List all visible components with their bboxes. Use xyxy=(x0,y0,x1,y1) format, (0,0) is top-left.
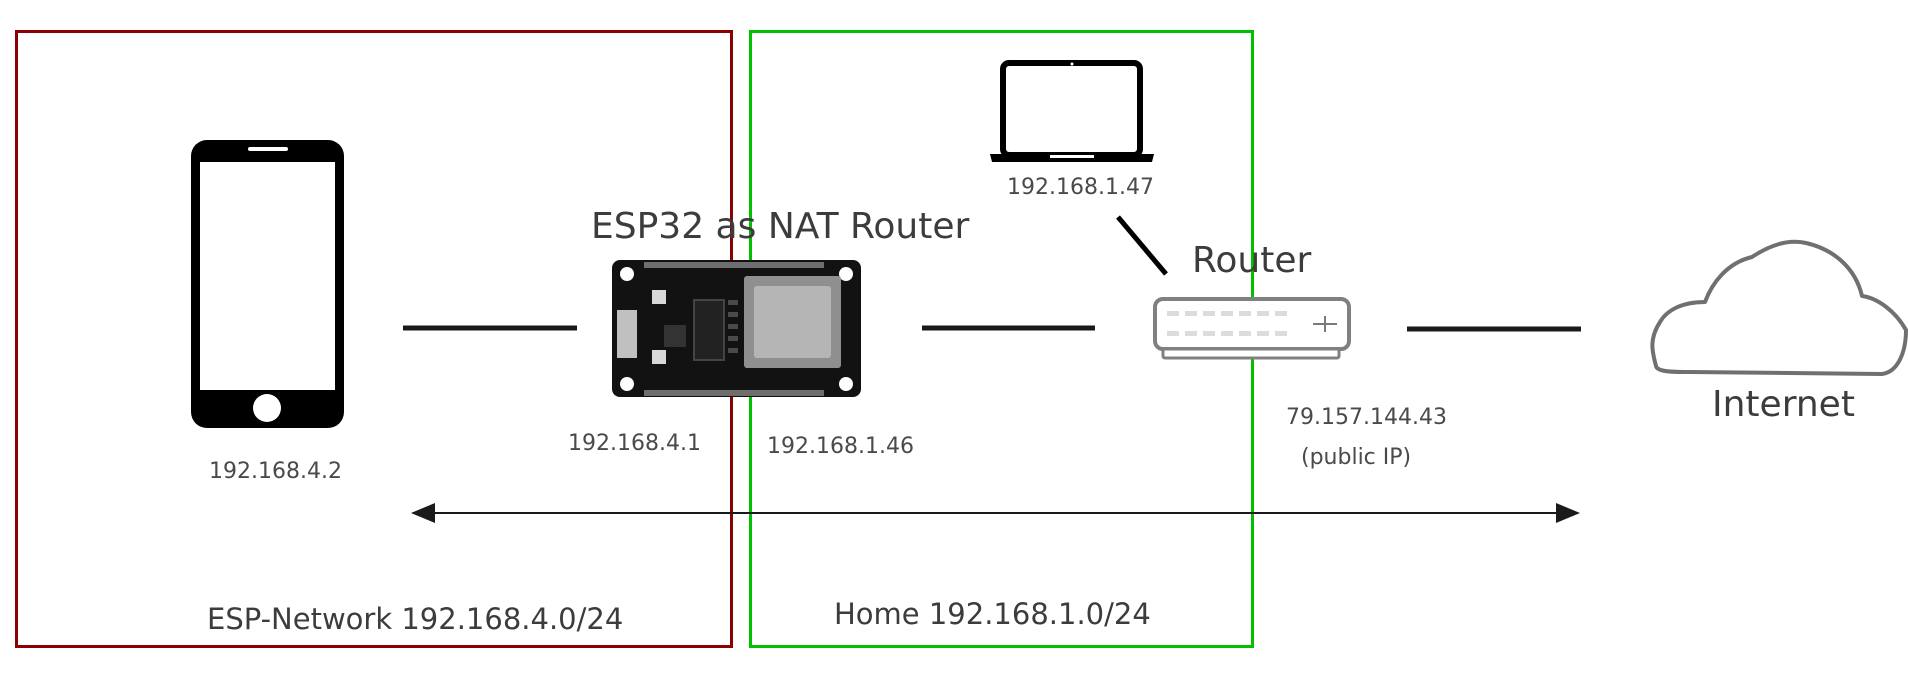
smartphone-icon xyxy=(191,140,344,428)
router-title: Router xyxy=(1192,240,1312,281)
router-public-ip: 79.157.144.43 xyxy=(1286,405,1447,430)
esp-network-label: ESP-Network 192.168.4.0/24 xyxy=(207,602,624,636)
router-icon xyxy=(1153,297,1351,360)
router-public-note: (public IP) xyxy=(1301,445,1412,470)
laptop-router-link xyxy=(1116,215,1168,276)
cloud-icon xyxy=(1650,239,1908,376)
esp32-board-icon xyxy=(612,260,861,397)
esp32-ap-ip: 192.168.4.1 xyxy=(568,431,701,456)
home-network-label: Home 192.168.1.0/24 xyxy=(834,597,1151,631)
esp32-title: ESP32 as NAT Router xyxy=(591,206,970,247)
esp32-sta-ip: 192.168.1.46 xyxy=(767,434,914,459)
laptop-ip: 192.168.1.47 xyxy=(1007,175,1154,200)
phone-ip: 192.168.4.2 xyxy=(209,459,342,484)
internet-label: Internet xyxy=(1712,384,1855,425)
laptop-icon xyxy=(990,60,1154,162)
